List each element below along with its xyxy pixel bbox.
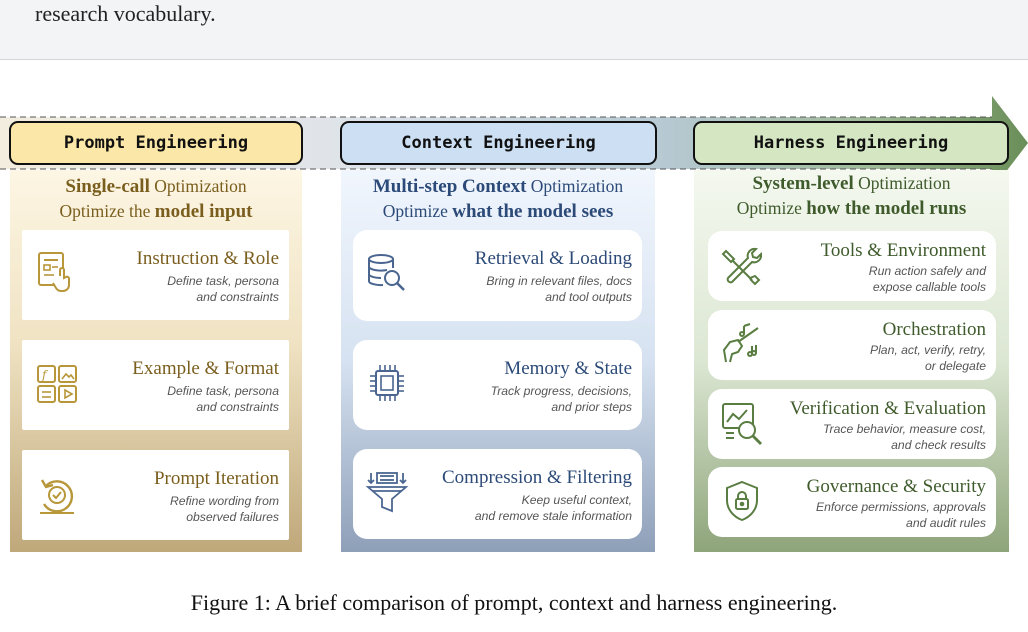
tab-harness-engineering: Harness Engineering xyxy=(693,121,1009,165)
context-subheading: Optimize what the model sees xyxy=(382,201,614,222)
harness-heading: System-level Optimization xyxy=(752,173,951,194)
instruction-document-icon xyxy=(38,252,70,292)
memory-chip-icon xyxy=(370,365,404,401)
previous-text: research vocabulary. xyxy=(35,1,216,26)
card-title: Example & Format xyxy=(132,358,279,379)
card-description: Track progress, decisions,and prior step… xyxy=(490,384,632,414)
iteration-cycle-icon xyxy=(40,479,74,514)
card-title: Prompt Iteration xyxy=(153,468,279,489)
format-layout-icon: f xyxy=(37,365,77,403)
card-title: Instruction & Role xyxy=(136,248,279,269)
prompt-engineering-column: Single-call Optimization Optimize the mo… xyxy=(10,170,302,552)
tools-wrench-icon xyxy=(721,247,762,286)
card-title: Verification & Evaluation xyxy=(789,398,986,419)
harness-engineering-column: System-level Optimization Optimize how t… xyxy=(694,170,1009,552)
previous-text-band: research vocabulary. xyxy=(0,0,1028,60)
card-title: Compression & Filtering xyxy=(442,467,632,488)
tab-context-engineering: Context Engineering xyxy=(340,121,657,165)
card-orchestration: Orchestration Plan, act, verify, retry,o… xyxy=(708,310,996,380)
prompt-subheading: Optimize the model input xyxy=(59,201,253,222)
harness-subheading: Optimize how the model runs xyxy=(736,198,967,219)
filter-funnel-icon xyxy=(365,472,409,513)
database-search-icon xyxy=(368,254,405,291)
context-engineering-column: Multi-step Context Optimization Optimize… xyxy=(341,170,655,552)
card-verification-evaluation: Verification & Evaluation Trace behavior… xyxy=(708,389,996,459)
card-title: Retrieval & Loading xyxy=(474,248,632,269)
svg-text:f: f xyxy=(41,368,49,382)
card-governance-security: Governance & Security Enforce permission… xyxy=(708,467,996,537)
card-title: Orchestration xyxy=(882,319,986,340)
card-tools-environment: Tools & Environment Run action safely an… xyxy=(708,231,996,301)
card-title: Tools & Environment xyxy=(820,240,986,261)
card-description: Trace behavior, measure cost,and check r… xyxy=(822,422,986,452)
card-compression-filtering: Compression & Filtering Keep useful cont… xyxy=(353,449,642,539)
card-description: Keep useful context,and remove stale inf… xyxy=(474,493,632,523)
prompt-heading: Single-call Optimization xyxy=(65,176,247,197)
conductor-baton-icon xyxy=(722,323,759,363)
tab-prompt-engineering: Prompt Engineering xyxy=(9,121,303,165)
card-description: Plan, act, verify, retry,or delegate xyxy=(869,343,986,373)
figure-caption: Figure 1: A brief comparison of prompt, … xyxy=(190,590,838,615)
chart-magnifier-icon xyxy=(722,403,762,445)
context-heading: Multi-step Context Optimization xyxy=(372,176,624,197)
card-title: Governance & Security xyxy=(806,476,986,497)
shield-lock-icon xyxy=(726,480,758,522)
card-memory-state: Memory & State Track progress, decisions… xyxy=(353,340,642,430)
card-retrieval-loading: Retrieval & Loading Bring in relevant fi… xyxy=(353,230,642,321)
card-title: Memory & State xyxy=(504,358,632,379)
